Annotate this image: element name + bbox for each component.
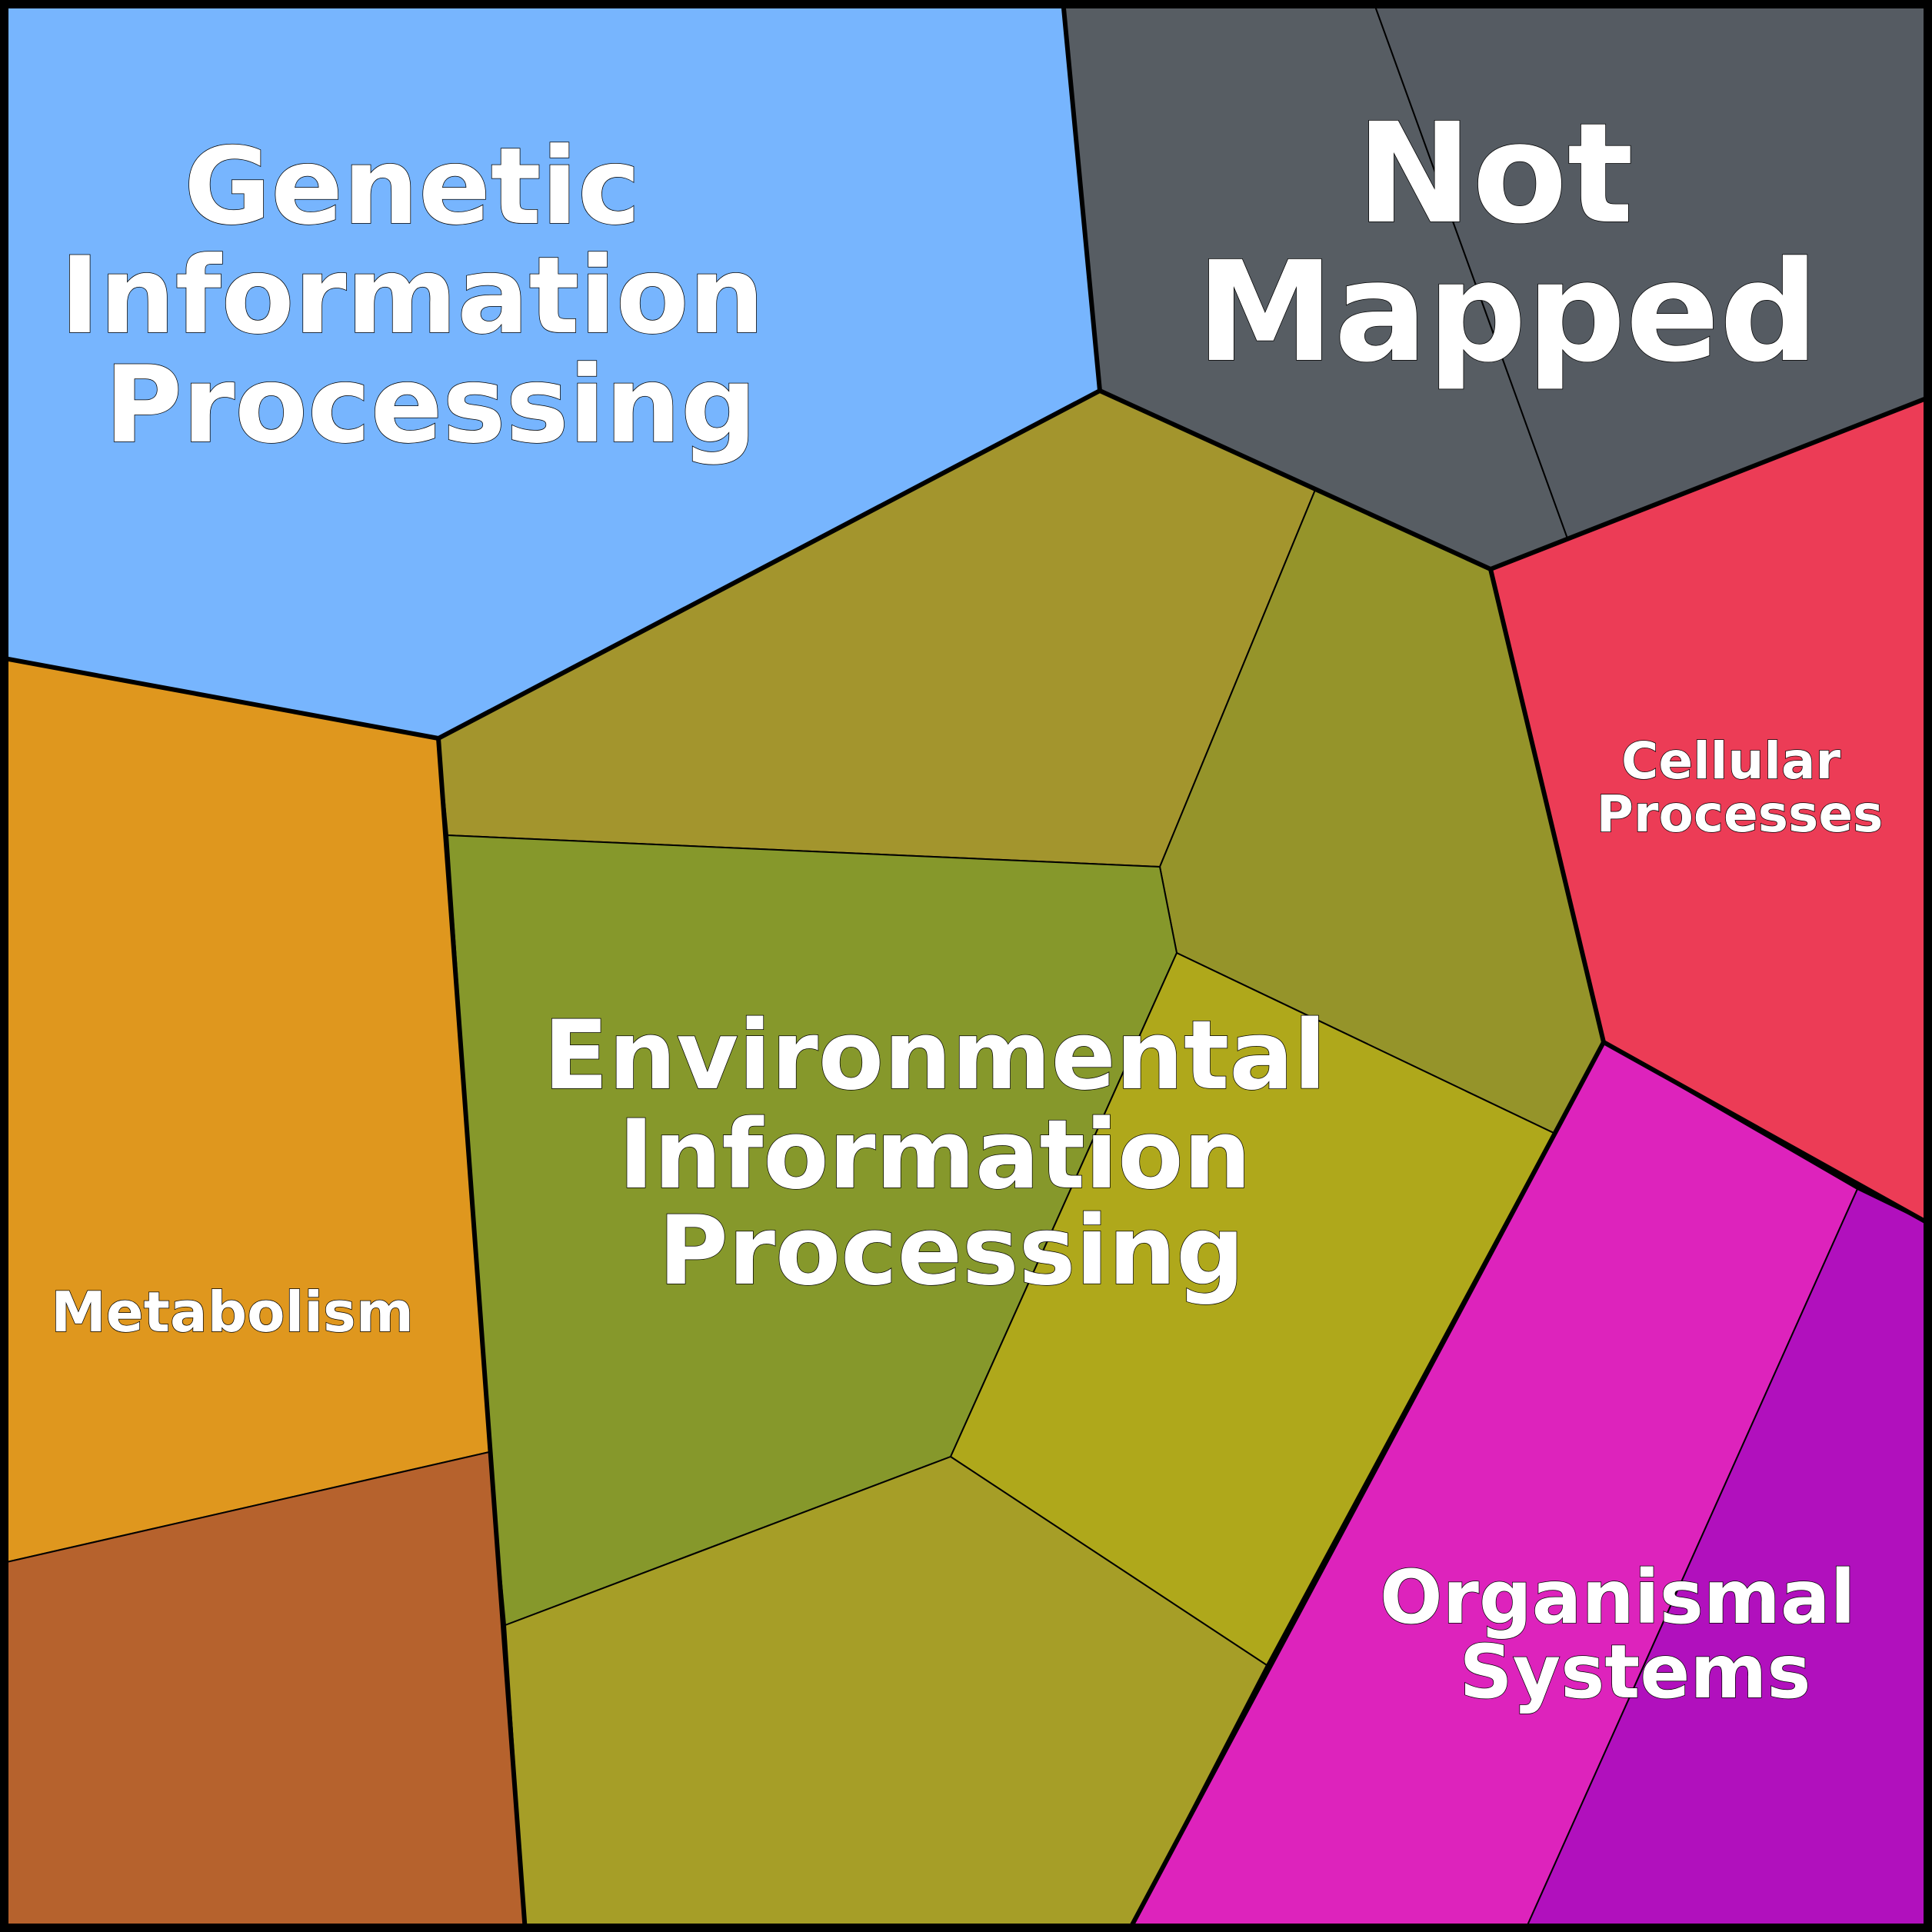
label-genetic-information-processing: Genetic Information Processing: [60, 125, 801, 467]
label-not-mapped: Not Mapped: [1196, 94, 1818, 393]
border-metabolism: [436, 736, 528, 1932]
label-environmental-information-processing: Environmental Information Processing: [543, 1001, 1359, 1307]
category-labels: Genetic Information Processing Not Mappe…: [50, 93, 1884, 1716]
label-metabolism: Metabolism: [51, 1280, 414, 1344]
border-organismal: [1126, 1040, 1606, 1932]
cell-metabolism-bottom[interactable]: [0, 1451, 526, 1932]
cell-not-mapped-right[interactable]: [1372, 0, 1932, 539]
border-genetic: [0, 0, 1102, 741]
label-organismal-systems: Organismal Systems: [1380, 1554, 1881, 1715]
cell-metabolism-top[interactable]: [0, 657, 490, 1564]
label-cellular-processes: Cellular Processes: [1597, 731, 1884, 844]
